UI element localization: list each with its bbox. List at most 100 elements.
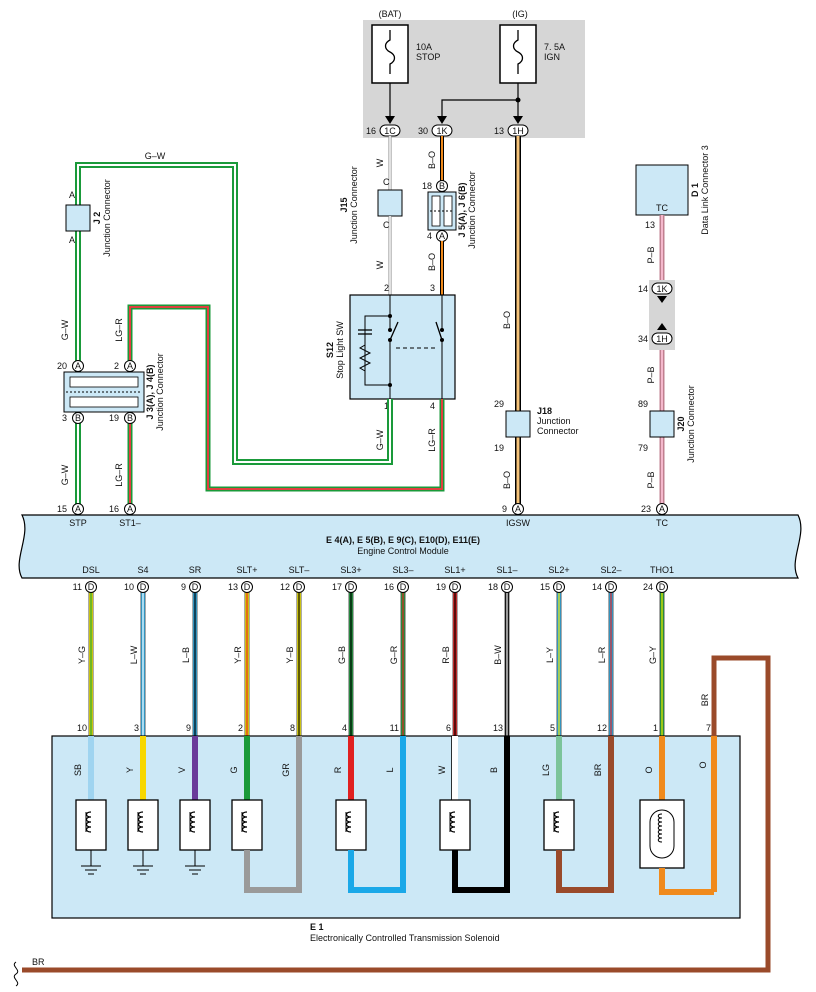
wire-gw-top: G–W <box>145 151 166 161</box>
wire-color-label: G–R <box>389 645 399 664</box>
wire-color-label: L–Y <box>545 647 555 663</box>
ig-label: (IG) <box>512 9 528 19</box>
thermistor-icon <box>649 809 675 859</box>
fuse2-amp: 7. 5A <box>544 42 565 52</box>
e1-wire-color: LG <box>541 764 551 776</box>
thermistor-element <box>657 813 663 843</box>
ecm-bottom-pin <box>85 581 97 593</box>
solenoid-return-wire <box>452 800 510 893</box>
j15-connector <box>377 189 403 217</box>
wire-lgr-left: LG–R <box>114 318 124 342</box>
j15-id: J15 <box>339 197 349 212</box>
ecm-bottom-pin-num: 15 <box>540 582 550 592</box>
ecm-bottom-pin-num: 16 <box>384 582 394 592</box>
j18-pin-19: 19 <box>494 443 504 453</box>
wire-color-label: G–B <box>337 646 347 664</box>
j3-pin-a2: A <box>127 361 133 371</box>
j2-connector <box>65 204 91 232</box>
coil-icon <box>345 811 352 833</box>
ecm-bottom-pin <box>397 581 409 593</box>
j5-name: Junction Connector <box>467 171 477 249</box>
pin1-code: 1C <box>384 126 396 136</box>
ecm-bottom-pin-code: D <box>556 582 563 592</box>
ecm-bottom-pin-code: D <box>452 582 459 592</box>
e1-pin-num: 10 <box>77 723 87 733</box>
coil-icon <box>85 811 92 833</box>
e1-pin-num: 13 <box>493 723 503 733</box>
coil-icon <box>137 811 144 833</box>
coil-icon <box>553 811 560 833</box>
d1-tc: TC <box>656 203 668 213</box>
ecm-pin-label: SR <box>189 565 202 575</box>
fuse1-name: STOP <box>416 52 440 62</box>
j5-pin-bot-num: 4 <box>427 231 432 241</box>
ecm-top-pin-num: 23 <box>641 504 651 514</box>
j18-connector <box>505 410 531 438</box>
wire-gw-low: G–W <box>60 464 70 485</box>
e1-pin-num: 2 <box>238 723 243 733</box>
e1-wire-color: SB <box>73 764 83 776</box>
ecm-pin-label: SL2+ <box>548 565 569 575</box>
pin2-num: 30 <box>418 126 428 136</box>
j5-id: J 5(A), J 6(B) <box>457 182 467 237</box>
ecm-top-pin-code: A <box>75 504 81 514</box>
e1-wire-color: W <box>437 765 447 774</box>
fuse-icon <box>384 30 396 74</box>
e1-pin7: 7 <box>706 723 711 733</box>
ecm-top-pin-label: IGSW <box>506 518 531 528</box>
wire-pb-low: P–B <box>646 471 656 488</box>
wire-bo1: B–O <box>427 151 437 169</box>
wire-color-label: L–B <box>181 647 191 663</box>
ecm-name: Engine Control Module <box>357 546 449 556</box>
e1-pin-num: 5 <box>550 723 555 733</box>
wire-lgr-low: LG–R <box>114 463 124 487</box>
e1-wire-color: GR <box>281 763 291 777</box>
e1-pin-num: 12 <box>597 723 607 733</box>
ecm-bottom-pin <box>501 581 513 593</box>
ecm-pin-label: SL1+ <box>444 565 465 575</box>
br-bottom-label: BR <box>32 957 45 967</box>
wire-lgr-sw: LG–R <box>427 428 437 452</box>
e1-pin-num: 11 <box>390 723 399 733</box>
ecm-top-pin-code: A <box>659 504 665 514</box>
ecm-bottom-pin-code: D <box>140 582 147 592</box>
ecm-bottom-pin <box>553 581 565 593</box>
ecm-bottom-pin-code: D <box>659 582 666 592</box>
s12-pin4: 4 <box>430 401 435 411</box>
wire-gw-sw: G–W <box>375 429 385 450</box>
wire-gw-left: G–W <box>60 319 70 340</box>
ecm-bottom-pin <box>137 581 149 593</box>
ecm-bottom-pin-code: D <box>348 582 355 592</box>
ecm-bottom-pin-code: D <box>244 582 251 592</box>
ecm-pin-label: SL3+ <box>340 565 361 575</box>
ecm-bottom-pins: DSLD11Y–G10S4D10L–W3SRD9L–B9SLT+D13Y–R2S… <box>73 565 674 736</box>
e1-wire-color: BR <box>593 763 603 776</box>
ecm-bottom-pin-code: D <box>400 582 407 592</box>
ecm-pin-label: THO1 <box>650 565 674 575</box>
e1-pin-num: 9 <box>186 723 191 733</box>
mid-conn-c1: 1K <box>656 284 667 294</box>
fuse1-amp: 10A <box>416 42 432 52</box>
ecm-pin-label: S4 <box>137 565 148 575</box>
j5-pin-top: B <box>439 181 445 191</box>
ecm-bottom-pin-num: 24 <box>643 582 653 592</box>
pin3-num: 13 <box>494 126 504 136</box>
e1-pin-num: 1 <box>653 723 658 733</box>
wire-color-label: G–Y <box>648 646 658 664</box>
j15-pin-bottom: C <box>383 220 390 230</box>
wire-bo-low: B–O <box>502 471 512 489</box>
ecm-top-pin <box>124 503 136 515</box>
e1-wire-color: L <box>385 767 395 772</box>
ecm-top-pin-num: 15 <box>57 504 67 514</box>
solenoid-coil <box>335 799 367 851</box>
j3-id: J 3(A), J 4(B) <box>145 364 155 419</box>
ecm-bottom-pin <box>241 581 253 593</box>
ecm-bottom-pin-code: D <box>296 582 303 592</box>
pin3-code: 1H <box>512 126 524 136</box>
ecm-bottom-pin-code: D <box>88 582 95 592</box>
ecm-bottom-pin <box>345 581 357 593</box>
ecm-top-pin-num: 9 <box>502 504 507 514</box>
ecm-id: E 4(A), E 5(B), E 9(C), E10(D), E11(E) <box>326 535 480 545</box>
ecm-bottom-pin-num: 12 <box>280 582 290 592</box>
ecm-bottom-pin-num: 11 <box>73 582 82 592</box>
